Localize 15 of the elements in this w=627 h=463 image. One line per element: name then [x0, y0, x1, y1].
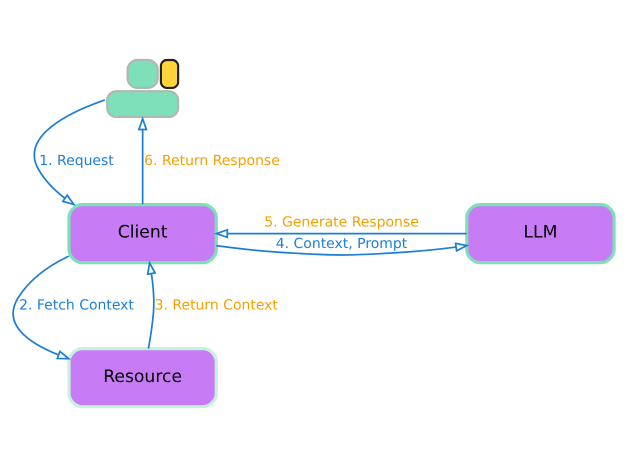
edge-label: 5. Generate Response: [264, 214, 419, 230]
arrow: [146, 260, 156, 348]
edge-label: 2. Fetch Context: [19, 296, 134, 313]
edge-label: 4. Context, Prompt: [276, 236, 408, 252]
node-box: Client: [67, 202, 218, 264]
edge-label: 6. Return Response: [144, 152, 280, 169]
node-box: Resource: [67, 346, 218, 408]
arrow: [34, 98, 106, 206]
arrow: [216, 242, 470, 256]
node-box: LLM: [465, 202, 616, 264]
arrow: [138, 116, 148, 204]
edge-label: 3. Return Context: [154, 296, 278, 313]
edge-label: 1. Request: [39, 152, 114, 169]
arrow: [214, 228, 467, 238]
arrow: [12, 254, 72, 360]
